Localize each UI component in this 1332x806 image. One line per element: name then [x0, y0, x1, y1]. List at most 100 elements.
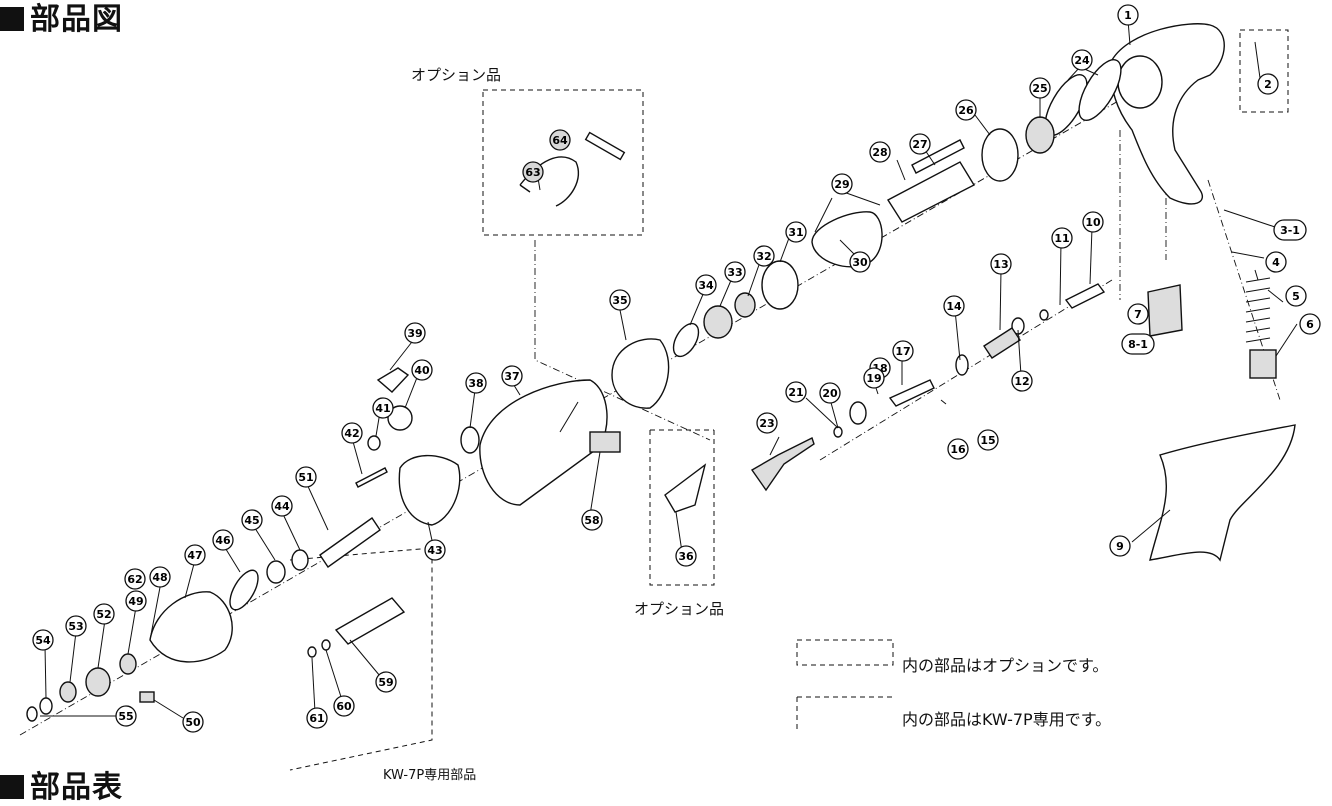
shaft-17-part [888, 379, 935, 407]
part-number-label: 61 [309, 712, 324, 725]
part-number-balloon-6: 6 [1299, 313, 1321, 335]
part-number-balloon-29: 29 [831, 173, 853, 195]
part-number-label: 20 [822, 387, 838, 400]
part-number-label: 58 [584, 514, 599, 527]
part-number-balloon-4: 4 [1265, 251, 1287, 273]
parts-diagram-heading: 部品図 [0, 0, 123, 38]
part-number-balloon-13: 13 [990, 253, 1012, 275]
legend-option-text: 内の部品はオプションです。 [902, 656, 1109, 675]
hammer-part [398, 454, 461, 526]
part-number-label: 63 [525, 166, 540, 179]
ring-11-part [1039, 309, 1049, 321]
part-number-balloon-35: 35 [609, 289, 631, 311]
part-number-balloon-9: 9 [1109, 535, 1131, 557]
part-number-balloon-25: 25 [1029, 77, 1051, 99]
part-number-label: 39 [407, 327, 422, 340]
part-number-label: 64 [552, 134, 568, 147]
part-number-balloon-59: 59 [375, 671, 397, 693]
part-number-label: 32 [756, 250, 771, 263]
valve-10-part [1064, 283, 1106, 309]
part-number-label: 7 [1134, 308, 1142, 321]
part-number-label: 33 [727, 266, 742, 279]
valve-13-part [983, 327, 1021, 359]
part-number-balloon-19: 19 [863, 367, 885, 389]
part-number-balloon-24: 24 [1071, 49, 1093, 71]
part-number-label: 2 [1264, 78, 1272, 91]
cam-part [387, 405, 413, 431]
part-number-balloon-44: 44 [271, 495, 293, 517]
part-number-balloon-23: 23 [756, 412, 778, 434]
part-number-label: 11 [1054, 232, 1069, 245]
part-number-label: 40 [414, 364, 430, 377]
part-number-balloon-42: 42 [341, 422, 363, 444]
part-number-label: 55 [118, 710, 133, 723]
part-number-balloon-20: 20 [819, 382, 841, 404]
link-64-part [584, 131, 626, 161]
legend-kw-box [796, 696, 893, 732]
part-number-label: 26 [958, 104, 974, 117]
part-number-balloon-64: 64 [549, 129, 571, 151]
option-box-2 [1239, 29, 1289, 113]
part-number-label: 8-1 [1128, 338, 1148, 351]
part-number-label: 49 [128, 595, 143, 608]
part-number-label: 16 [950, 443, 966, 456]
anvil-59-part [334, 597, 406, 645]
part-number-label: 48 [152, 571, 167, 584]
part-number-balloon-32: 32 [753, 245, 775, 267]
ring-41-part [367, 435, 381, 451]
part-number-balloon-27: 27 [909, 133, 931, 155]
part-number-balloon-14: 14 [943, 295, 965, 317]
front-case-part [149, 591, 233, 663]
pin-42-part [355, 467, 388, 488]
part-number-balloon-7: 7 [1127, 303, 1149, 325]
ring-gear-part [611, 338, 670, 409]
part-number-label: 44 [274, 500, 290, 513]
part-number-label: 54 [35, 634, 51, 647]
part-number-label: 30 [852, 256, 868, 269]
option-label-top: オプション品 [411, 66, 502, 84]
part-number-balloon-37: 37 [501, 365, 523, 387]
part-number-label: 38 [468, 377, 483, 390]
vane-part [911, 139, 965, 174]
spring-53-part [59, 681, 77, 703]
part-number-balloon-15: 15 [977, 429, 999, 451]
bearing-32-part [734, 292, 756, 318]
part-number-balloon-45: 45 [241, 509, 263, 531]
part-number-balloon-33: 33 [724, 261, 746, 283]
ring-45-part [266, 560, 286, 584]
part-number-label: 5 [1292, 290, 1300, 303]
part-number-label: 23 [759, 417, 774, 430]
valve-body-part [1147, 284, 1183, 337]
part-number-balloon-10: 10 [1082, 211, 1104, 233]
part-number-label: 60 [336, 700, 352, 713]
anvil-part [319, 517, 381, 568]
part-number-balloon-55: 55 [115, 705, 137, 727]
label-plate-part [589, 431, 621, 453]
part-number-label: 46 [215, 534, 231, 547]
part-number-label: 15 [980, 434, 995, 447]
part-number-label: 12 [1014, 375, 1029, 388]
part-number-label: 19 [866, 372, 881, 385]
part-number-balloon-3-1: 3-1 [1273, 219, 1307, 241]
part-number-balloon-41: 41 [372, 397, 394, 419]
part-number-balloon-47: 47 [184, 544, 206, 566]
drawing-svg [19, 19, 1298, 771]
axis-option-link [534, 240, 711, 441]
part-number-label: 42 [344, 427, 359, 440]
rotor-part [887, 161, 975, 223]
part-number-balloon-49: 49 [125, 590, 147, 612]
part-number-label: 10 [1085, 216, 1101, 229]
balloon-layer: 123-145678-19101112131415161718192021232… [32, 4, 1321, 733]
inlet-bushing-part [1249, 349, 1277, 379]
part-number-label: 24 [1074, 54, 1090, 67]
part-number-label: 59 [378, 676, 393, 689]
lever-23-part [750, 437, 815, 492]
part-number-label: 1 [1124, 9, 1132, 22]
heading-square-icon [0, 7, 24, 31]
part-number-label: 34 [698, 279, 714, 292]
part-number-balloon-26: 26 [955, 99, 977, 121]
part-number-label: 3-1 [1280, 224, 1300, 237]
part-number-balloon-48: 48 [149, 566, 171, 588]
part-number-label: 9 [1116, 540, 1124, 553]
